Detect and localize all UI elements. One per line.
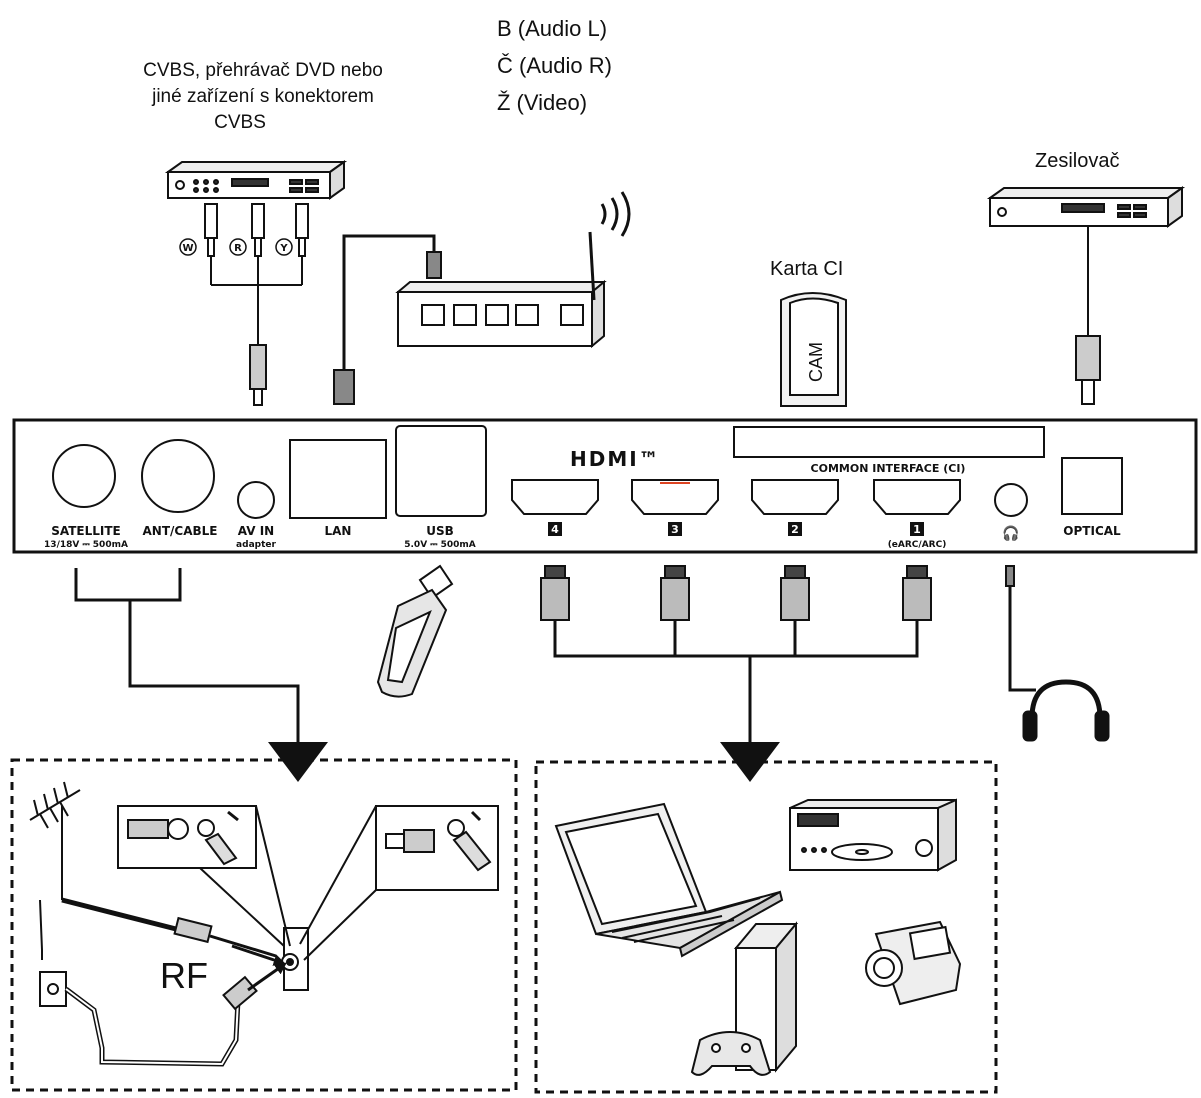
- amplifier-icon: [986, 186, 1186, 405]
- ci-card-icon: [780, 292, 847, 407]
- headphone-icon: 🎧: [1002, 525, 1019, 542]
- antenna-feed-lines: [74, 568, 300, 742]
- headphone-port: [994, 483, 1028, 517]
- rca-y-badge: [275, 238, 293, 256]
- hdmi-3-label: 3: [671, 523, 679, 536]
- rca-labels: W R Y: [179, 238, 293, 256]
- router-icon: [395, 231, 607, 349]
- av-in-port: [237, 481, 275, 519]
- lan-cable: [333, 234, 442, 405]
- hdmi-4-label: 4: [551, 523, 559, 536]
- tv-back-panel: [12, 418, 1198, 554]
- av-in-label: AV IN: [238, 524, 274, 538]
- rca-r-badge: [229, 238, 247, 256]
- hdmi-port-3: [631, 479, 719, 515]
- antenna-connection-box: [10, 758, 518, 1092]
- hdmi-cables: [540, 565, 932, 742]
- cvbs-label-line-2: jiné zařízení s konektorem: [152, 86, 374, 107]
- rf-label: RF: [160, 955, 208, 996]
- hdmi-logo: HDMI™: [570, 447, 661, 471]
- wall-socket-icon: [39, 971, 258, 1067]
- rca-cables: [204, 203, 309, 406]
- wifi-signal-icon: [600, 191, 631, 237]
- audio-video-label: B (Audio L) Č (Audio R) Ž (Video): [497, 10, 612, 121]
- connector-detail-right: [299, 805, 499, 961]
- rca-r-label: R: [234, 243, 242, 254]
- usb-port: [395, 425, 487, 517]
- usb-label: USB: [426, 524, 454, 538]
- connector-detail-left: [117, 805, 291, 947]
- dvd-player-icon: [164, 160, 348, 200]
- optical-label: OPTICAL: [1063, 524, 1121, 538]
- usb-stick-icon: [376, 564, 454, 698]
- hdmi-port-4: [511, 479, 599, 515]
- satellite-sub-label: 13/18V ⎓ 500mA: [44, 540, 128, 550]
- cvbs-label-line-3: CVBS: [214, 112, 266, 133]
- ant-cable-port: [141, 439, 215, 513]
- hdmi-1-label: 1: [913, 523, 921, 536]
- audio-r-label: Č (Audio R): [497, 53, 612, 78]
- ant-cable-label: ANT/CABLE: [143, 524, 218, 538]
- ci-slot: [733, 426, 1045, 458]
- satellite-label: SATELLITE: [51, 524, 121, 538]
- common-interface-label: COMMON INTERFACE (CI): [811, 462, 966, 475]
- dvd-recorder-icon: [789, 798, 957, 872]
- usb-sub-label: 5.0V ⎓ 500mA: [404, 540, 476, 550]
- av-in-sub-label: adapter: [236, 540, 276, 550]
- panel-labels: HDMI™ COMMON INTERFACE (CI) SATELLITE 13…: [44, 447, 1121, 550]
- video-label: Ž (Video): [497, 90, 588, 115]
- optical-port: [1061, 457, 1123, 515]
- cvbs-label: CVBS, přehrávač DVD nebo jiné zařízení s…: [118, 58, 408, 136]
- camcorder-icon: [865, 920, 962, 1006]
- laptop-icon: [554, 802, 784, 958]
- hdmi-devices-box: [534, 760, 998, 1094]
- amplifier-label: Zesilovač: [1035, 150, 1120, 172]
- rca-w-badge: [179, 238, 197, 256]
- antenna-cable: [61, 897, 277, 958]
- hdmi-2-label: 2: [791, 523, 799, 536]
- lan-port: [289, 439, 387, 519]
- headphones-icon: [1005, 565, 1110, 742]
- game-console-icon: [690, 921, 799, 1076]
- hdmi-port-1: [873, 479, 961, 515]
- cvbs-label-line-1: CVBS, přehrávač DVD nebo: [143, 60, 383, 81]
- hdmi-port-2: [751, 479, 839, 515]
- arrow-down-left: [268, 742, 328, 782]
- rca-y-label: Y: [279, 243, 288, 254]
- rca-w-label: W: [182, 243, 193, 254]
- audio-l-label: B (Audio L): [497, 16, 608, 41]
- lan-label: LAN: [325, 524, 352, 538]
- hdmi-1-sub-label: (eARC/ARC): [888, 540, 947, 550]
- cam-label: CAM: [806, 342, 826, 382]
- ci-card-label: Karta CI: [770, 258, 844, 280]
